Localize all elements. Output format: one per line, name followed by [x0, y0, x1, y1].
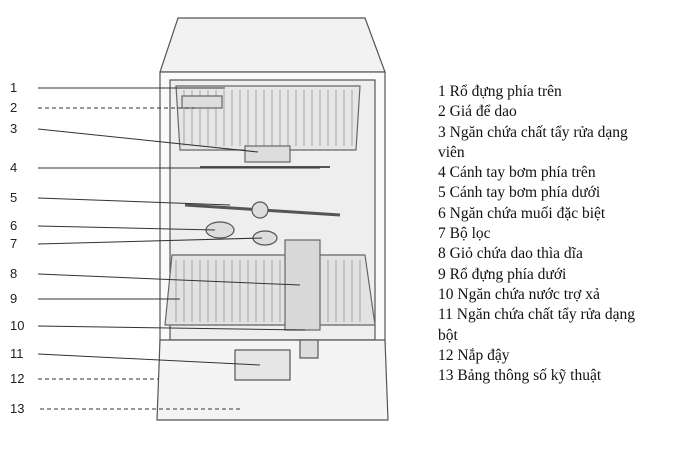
- callout-4: 4: [10, 160, 18, 175]
- callout-7: 7: [10, 236, 18, 251]
- legend-item: 8 Giỏ chứa dao thìa dĩa: [438, 245, 583, 263]
- tablet-compartment: [244, 145, 291, 163]
- callout-12: 12: [10, 371, 25, 386]
- callout-9: 9: [10, 291, 18, 306]
- legend: 1 Rổ đựng phía trên 2 Giá để dao 3 Ngăn …: [438, 82, 678, 386]
- callout-2: 2: [10, 100, 18, 115]
- legend-item: bột: [438, 326, 458, 344]
- upper-basket: [175, 85, 361, 163]
- spray-hub: [251, 201, 269, 219]
- legend-item: 4 Cánh tay bơm phía trên: [438, 164, 596, 182]
- detergent-dispenser: [234, 349, 291, 381]
- lower-basket: [164, 239, 376, 331]
- legend-item: 12 Nắp đậy: [438, 346, 510, 364]
- legend-item: viên: [438, 143, 465, 161]
- callout-13: 13: [10, 401, 25, 416]
- callout-11: 11: [10, 346, 24, 361]
- callout-5: 5: [10, 190, 18, 205]
- legend-item: 9 Rổ đựng phía dưới: [438, 265, 567, 283]
- legend-item: 11 Ngăn chứa chất tẩy rửa dạng: [438, 306, 635, 324]
- callout-3: 3: [10, 121, 18, 136]
- legend-item: 1 Rổ đựng phía trên: [438, 83, 562, 100]
- cutlery-basket: [284, 239, 321, 331]
- callout-1: 1: [10, 80, 18, 95]
- legend-item: 5 Cánh tay bơm phía dưới: [438, 184, 601, 202]
- callout-10: 10: [10, 318, 25, 333]
- legend-item: 7 Bộ lọc: [438, 225, 491, 243]
- callout-6: 6: [10, 218, 18, 233]
- legend-item: 3 Ngăn chứa chất tẩy rửa dạng: [438, 123, 628, 141]
- rinse-aid-dispenser: [299, 339, 319, 359]
- cutlery-rack: [181, 95, 223, 109]
- legend-item: 6 Ngăn chứa muối đặc biệt: [438, 204, 606, 222]
- callout-8: 8: [10, 266, 18, 281]
- legend-item: 13 Bảng thông số kỹ thuật: [438, 367, 602, 385]
- legend-item: 10 Ngăn chứa nước trợ xả: [438, 285, 600, 303]
- worktop: [159, 17, 386, 73]
- legend-item: 2 Giá để dao: [438, 103, 517, 121]
